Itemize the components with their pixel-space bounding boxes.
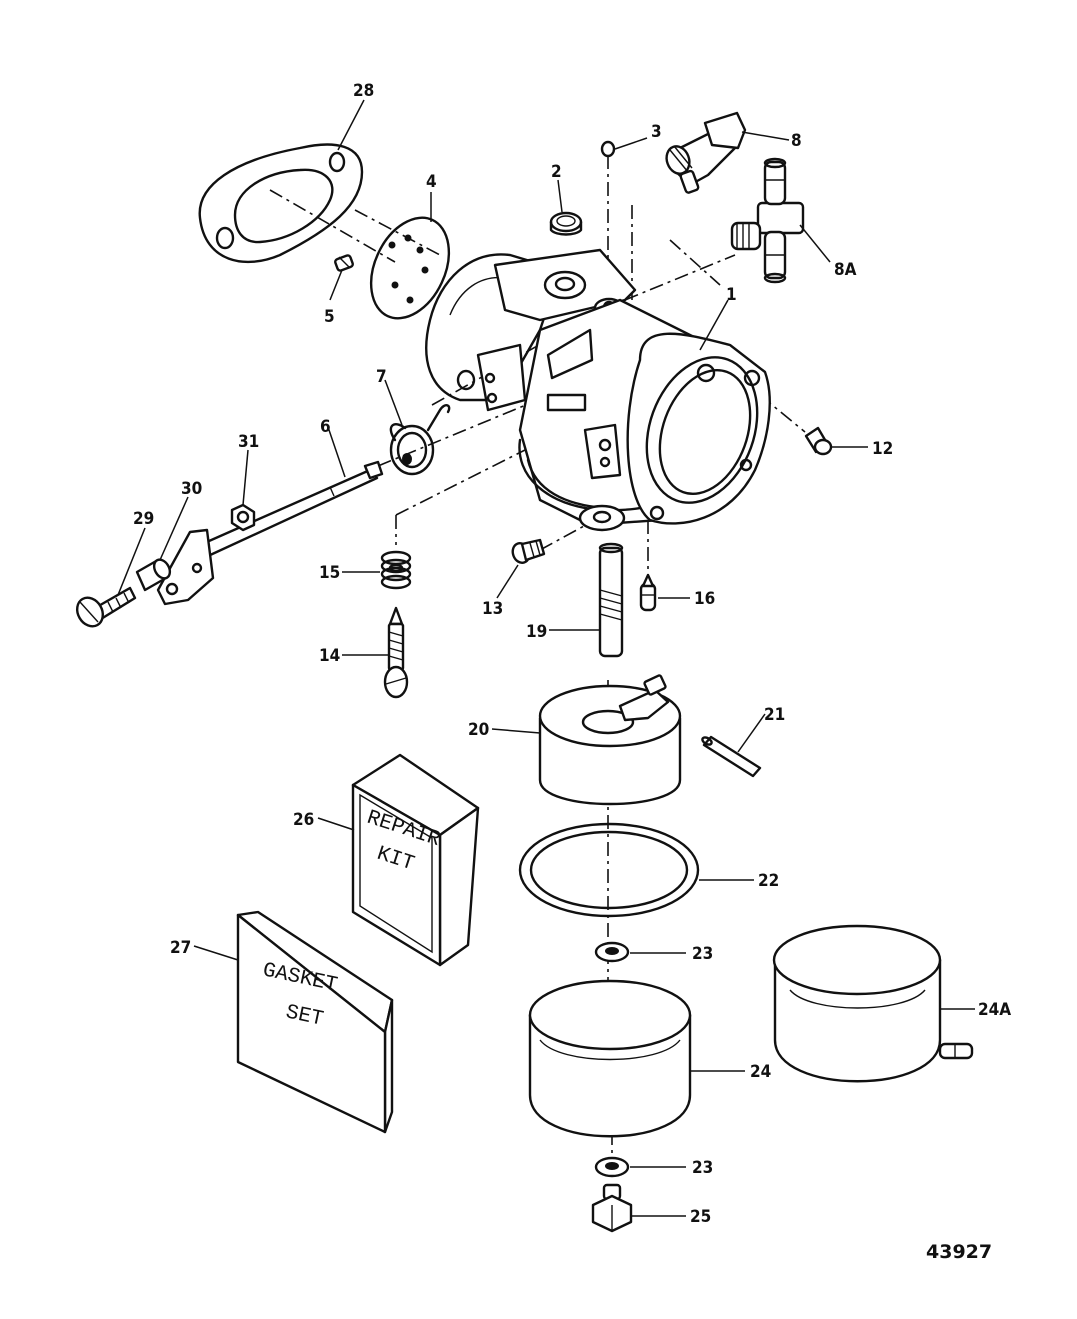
bowl-screw bbox=[511, 538, 546, 564]
callout-leaders bbox=[117, 99, 975, 1217]
callout-25: 25 bbox=[690, 1207, 711, 1227]
diaphragm-plate bbox=[369, 216, 451, 320]
mixture-needle bbox=[383, 606, 409, 699]
callout-22: 22 bbox=[758, 871, 779, 891]
callout-30: 30 bbox=[181, 479, 202, 499]
callout-16: 16 bbox=[694, 589, 715, 609]
lever-bushing bbox=[135, 558, 172, 592]
callout-23-lower: 23 bbox=[692, 1158, 713, 1178]
float bbox=[538, 674, 682, 806]
callout-1: 1 bbox=[726, 285, 737, 305]
callout-27: 27 bbox=[170, 938, 191, 958]
bowl-gasket bbox=[518, 822, 700, 918]
callout-24: 24 bbox=[750, 1062, 771, 1082]
carburetor-body bbox=[425, 248, 771, 532]
float-bowl-with-fitting bbox=[772, 924, 974, 1083]
tee-fitting bbox=[730, 157, 805, 284]
body-screw bbox=[804, 426, 833, 456]
callout-labels: 28 4 5 2 3 8 8A 1 7 6 31 30 29 12 13 15 … bbox=[133, 81, 1011, 1227]
callout-14: 14 bbox=[319, 646, 340, 666]
callout-31: 31 bbox=[238, 432, 259, 452]
seal-ring bbox=[600, 140, 616, 158]
washer-lower bbox=[594, 1156, 630, 1178]
figure-number: 43927 bbox=[926, 1241, 992, 1263]
throttle-shaft bbox=[198, 460, 384, 558]
callout-13: 13 bbox=[482, 599, 503, 619]
callout-21: 21 bbox=[764, 705, 785, 725]
callout-23-upper: 23 bbox=[692, 944, 713, 964]
callout-12: 12 bbox=[872, 439, 893, 459]
throttle-lever bbox=[156, 528, 215, 606]
callout-26: 26 bbox=[293, 810, 314, 830]
callout-20: 20 bbox=[468, 720, 489, 740]
washer-upper bbox=[594, 941, 630, 963]
main-jet bbox=[598, 542, 624, 658]
flange-gasket bbox=[198, 143, 364, 264]
needle-spring bbox=[380, 550, 412, 590]
lever-screw bbox=[75, 586, 137, 628]
callout-3: 3 bbox=[651, 122, 662, 142]
callout-7: 7 bbox=[376, 367, 387, 387]
hex-nut-lever bbox=[230, 503, 256, 532]
bowl-drain-nut bbox=[591, 1183, 633, 1233]
float-needle bbox=[639, 573, 657, 612]
welch-plug bbox=[549, 211, 583, 236]
callout-6: 6 bbox=[320, 417, 331, 437]
callout-8: 8 bbox=[791, 131, 802, 151]
gasket-set-package: GASKET SET bbox=[236, 910, 394, 1134]
callout-4: 4 bbox=[426, 172, 437, 192]
callout-28: 28 bbox=[353, 81, 374, 101]
throttle-return-spring bbox=[389, 404, 451, 476]
float-pin bbox=[701, 735, 762, 778]
callout-2: 2 bbox=[551, 162, 562, 182]
callout-19: 19 bbox=[526, 622, 547, 642]
float-bowl bbox=[528, 979, 692, 1138]
callout-5: 5 bbox=[324, 307, 335, 327]
repair-kit-box: REPAIR KIT bbox=[351, 753, 480, 967]
callout-24a: 24A bbox=[978, 1000, 1011, 1020]
callout-15: 15 bbox=[319, 563, 340, 583]
elbow-fitting bbox=[665, 111, 747, 194]
callout-8a: 8A bbox=[834, 260, 857, 280]
diaphragm-screw bbox=[334, 254, 354, 272]
callout-29: 29 bbox=[133, 509, 154, 529]
